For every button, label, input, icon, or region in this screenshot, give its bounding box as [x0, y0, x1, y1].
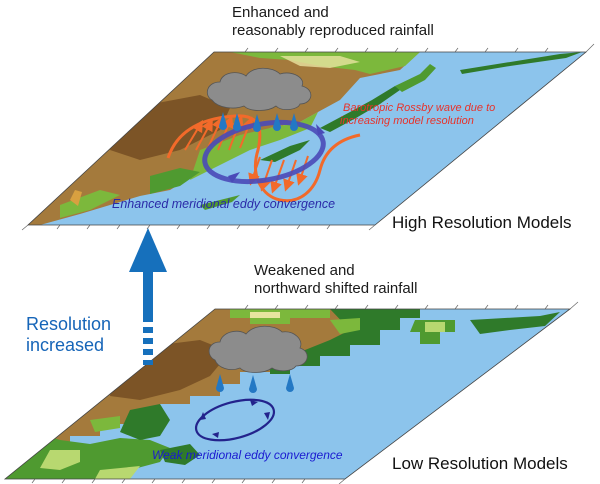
- raindrops-high-res: [219, 112, 298, 132]
- rain-cloud-low-res: [208, 325, 308, 373]
- rainfall-label-line-1: Weakened and: [254, 262, 355, 279]
- rain-cloud-high-res: [206, 67, 312, 111]
- rainfall-label-line-2: northward shifted rainfall: [254, 280, 418, 297]
- raindrop-icon: [253, 114, 261, 132]
- rainfall-label-line-2: reasonably reproduced rainfall: [232, 22, 434, 39]
- weak-eddy-annotation: Weak meridional eddy convergence: [152, 448, 343, 462]
- arrow-dashed-tail: [143, 327, 153, 365]
- eddy-arrowhead: [228, 172, 240, 183]
- rossby-wave-annotation: Barotropic Rossby wave due to increasing…: [340, 102, 496, 128]
- raindrop-icon: [273, 113, 281, 131]
- eddy-arrowhead: [250, 400, 258, 406]
- arrow-shaft: [143, 270, 153, 322]
- eddy-arrowhead: [200, 412, 206, 420]
- raindrop-icon: [286, 374, 294, 392]
- raindrop-icon: [290, 113, 298, 131]
- top-plane-tick-marks: [21, 43, 595, 231]
- resolution-increased-label: Resolution increased: [26, 314, 111, 356]
- bottom-plane-tick-marks: [31, 301, 579, 484]
- rainfall-label-line-1: Enhanced and: [232, 4, 329, 21]
- resolution-label-line-1: Resolution: [26, 314, 112, 334]
- eddy-arrowhead: [264, 412, 270, 420]
- wave-annotation-line-1: Barotropic Rossby wave due to: [343, 102, 496, 114]
- eddy-arrowhead: [316, 124, 325, 135]
- high-resolution-models-label: High Resolution Models: [392, 213, 572, 232]
- raindrop-icon: [233, 113, 241, 131]
- low-res-rainfall-label: Weakened and northward shifted rainfall: [254, 262, 417, 298]
- raindrop-icon: [219, 112, 227, 130]
- raindrop-icon: [249, 375, 257, 393]
- enhanced-eddy-annotation: Enhanced meridional eddy convergence: [112, 197, 336, 211]
- wave-annotation-line-2: increasing model resolution: [340, 115, 474, 127]
- eddy-arrowhead: [212, 432, 219, 438]
- weak-eddy-circulation: [194, 398, 276, 442]
- resolution-increase-arrow: [129, 228, 167, 365]
- high-res-rainfall-label: Enhanced and reasonably reproduced rainf…: [232, 4, 434, 40]
- arrow-head-icon: [129, 228, 167, 272]
- raindrops-low-res: [216, 374, 294, 393]
- raindrop-icon: [216, 374, 224, 392]
- low-resolution-models-label: Low Resolution Models: [392, 454, 568, 473]
- resolution-label-line-2: increased: [26, 335, 105, 355]
